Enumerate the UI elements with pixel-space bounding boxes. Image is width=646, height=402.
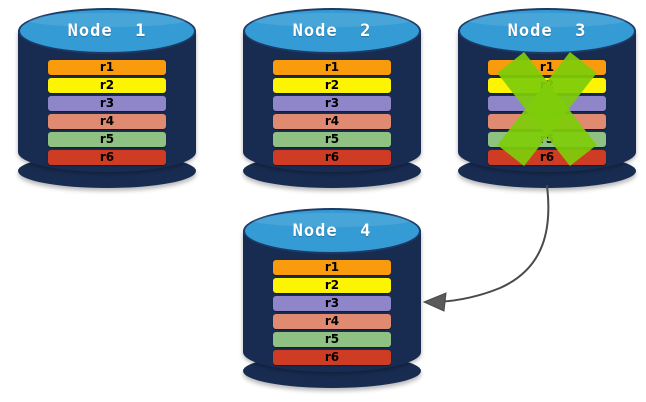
row-r5[interactable]: r5 bbox=[273, 132, 391, 147]
row-r1[interactable]: r1 bbox=[488, 60, 606, 75]
arrow-curve bbox=[437, 185, 550, 303]
node-1-cylinder: Node 1 r1 r2 r3 r4 r5 r6 bbox=[18, 8, 196, 188]
node-3-title: Node 3 bbox=[507, 21, 587, 41]
row-r5[interactable]: r5 bbox=[48, 132, 166, 147]
node-1-rows: r1 r2 r3 r4 r5 r6 bbox=[48, 60, 166, 168]
node-4-title: Node 4 bbox=[292, 221, 372, 241]
node-4[interactable]: Node 4 r1 r2 r3 r4 r5 r6 bbox=[243, 208, 421, 388]
row-r4[interactable]: r4 bbox=[488, 114, 606, 129]
row-r1[interactable]: r1 bbox=[48, 60, 166, 75]
row-r5[interactable]: r5 bbox=[273, 332, 391, 347]
row-r4[interactable]: r4 bbox=[273, 114, 391, 129]
row-r2[interactable]: r2 bbox=[488, 78, 606, 93]
node-3-rows: r1 r2 r3 r4 r5 r6 bbox=[488, 60, 606, 168]
row-r6[interactable]: r6 bbox=[273, 150, 391, 165]
row-r3[interactable]: r3 bbox=[273, 96, 391, 111]
row-r3[interactable]: r3 bbox=[48, 96, 166, 111]
row-r4[interactable]: r4 bbox=[48, 114, 166, 129]
node-3[interactable]: Node 3 r1 r2 r3 r4 r5 r6 bbox=[458, 8, 636, 188]
row-r3[interactable]: r3 bbox=[273, 296, 391, 311]
node-3-cylinder: Node 3 r1 r2 r3 r4 r5 r6 bbox=[458, 8, 636, 188]
row-r6[interactable]: r6 bbox=[488, 150, 606, 165]
node-4-cylinder: Node 4 r1 r2 r3 r4 r5 r6 bbox=[243, 208, 421, 388]
row-r6[interactable]: r6 bbox=[273, 350, 391, 365]
row-r5[interactable]: r5 bbox=[488, 132, 606, 147]
arrow-head-icon bbox=[422, 292, 447, 312]
node-1-title: Node 1 bbox=[67, 21, 147, 41]
row-r6[interactable]: r6 bbox=[48, 150, 166, 165]
row-r3[interactable]: r3 bbox=[488, 96, 606, 111]
node-1[interactable]: Node 1 r1 r2 r3 r4 r5 r6 bbox=[18, 8, 196, 188]
node-2[interactable]: Node 2 r1 r2 r3 r4 r5 r6 bbox=[243, 8, 421, 188]
node-2-cylinder: Node 2 r1 r2 r3 r4 r5 r6 bbox=[243, 8, 421, 188]
row-r1[interactable]: r1 bbox=[273, 60, 391, 75]
row-r2[interactable]: r2 bbox=[48, 78, 166, 93]
row-r2[interactable]: r2 bbox=[273, 78, 391, 93]
node-4-rows: r1 r2 r3 r4 r5 r6 bbox=[273, 260, 391, 368]
row-r2[interactable]: r2 bbox=[273, 278, 391, 293]
row-r4[interactable]: r4 bbox=[273, 314, 391, 329]
row-r1[interactable]: r1 bbox=[273, 260, 391, 275]
node-2-rows: r1 r2 r3 r4 r5 r6 bbox=[273, 60, 391, 168]
node-2-title: Node 2 bbox=[292, 21, 372, 41]
